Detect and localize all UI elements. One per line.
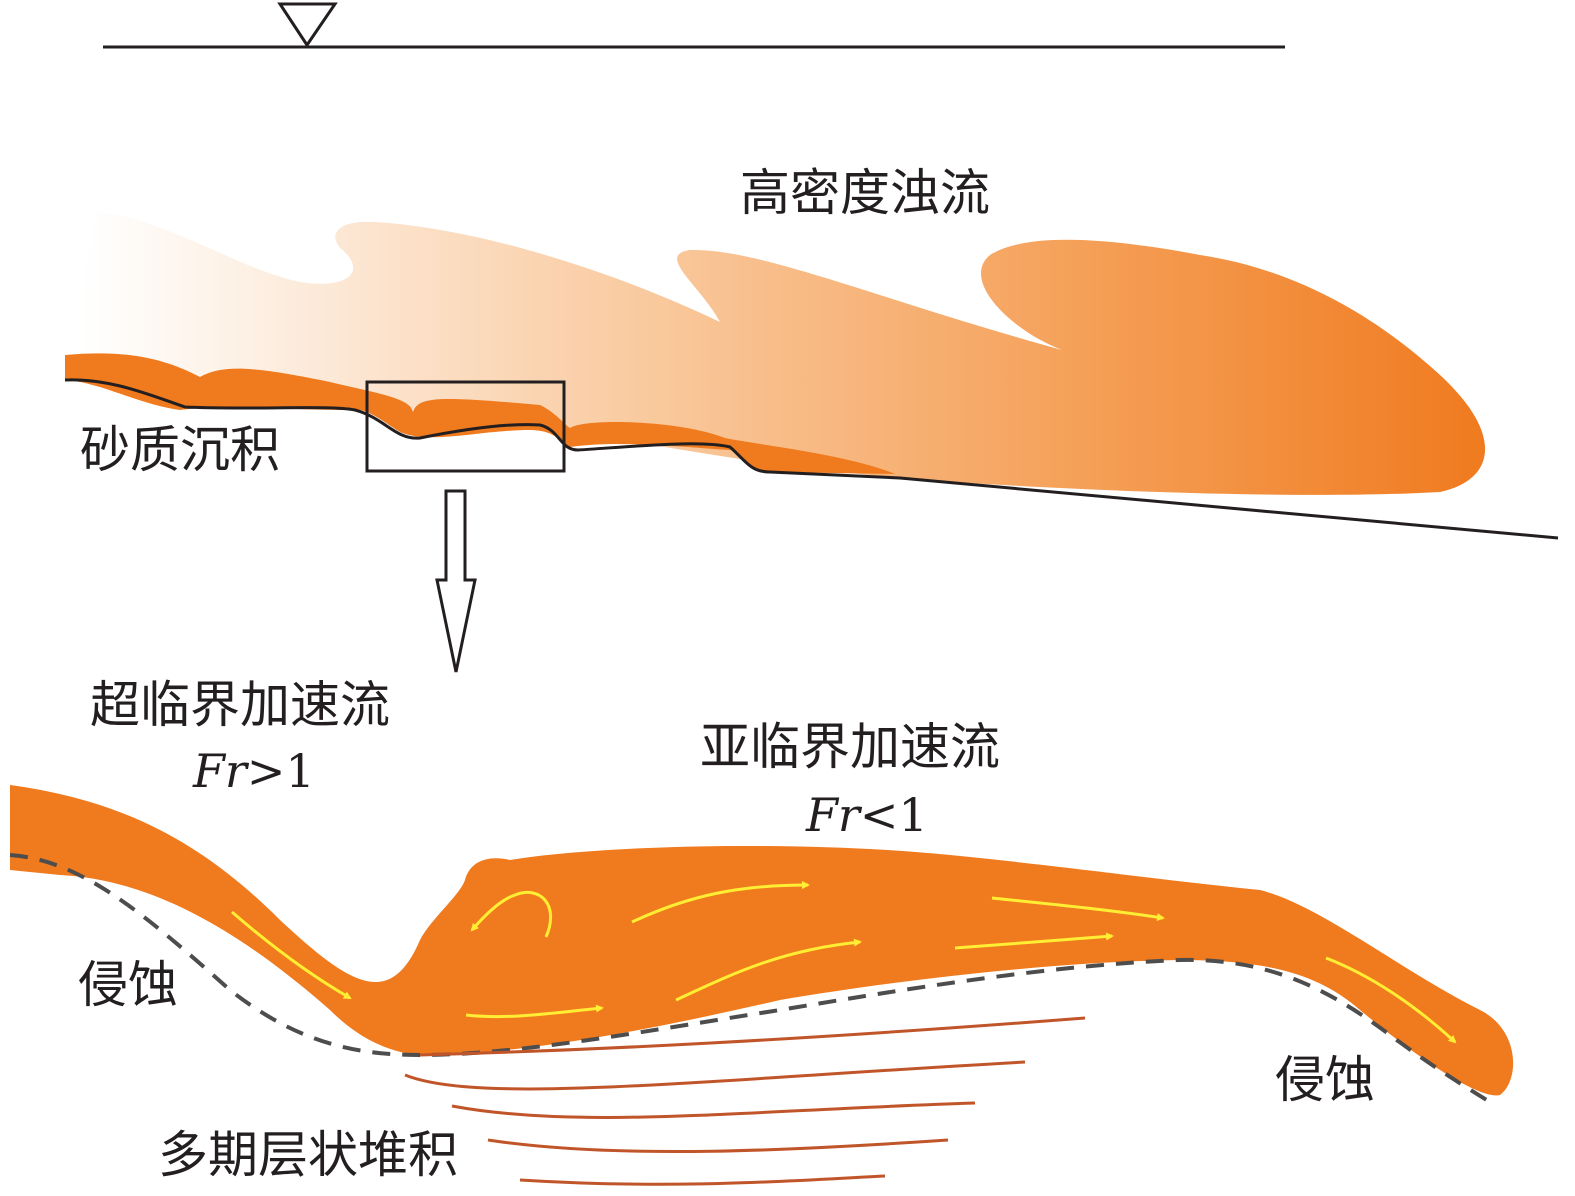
froude-variable: Fr [806, 788, 860, 842]
zoomed-flow-body [10, 785, 1514, 1096]
flow-arrow [675, 938, 862, 1002]
label-subcritical-froude: Fr<1 [806, 792, 928, 838]
froude-variable: Fr [193, 744, 247, 798]
label-erosion-left: 侵蚀 [78, 956, 178, 1014]
erosion-dashed-line [9, 853, 1497, 1107]
zoom-box [365, 380, 566, 473]
high-density-current-body [68, 212, 1486, 495]
zoom-arrow-icon [435, 489, 477, 673]
layered-deposit-lines [404, 1016, 1086, 1186]
label-sandy-deposit: 砂质沉积 [80, 421, 280, 479]
label-supercritical-froude: Fr>1 [193, 748, 315, 794]
label-supercritical-flow: 超临界加速流 [90, 676, 390, 734]
label-erosion-right: 侵蚀 [1275, 1051, 1375, 1109]
label-high-density-current: 高密度浊流 [740, 164, 990, 222]
flow-arrow [1325, 956, 1457, 1044]
froude-relation: >1 [246, 744, 315, 798]
label-subcritical-flow: 亚临界加速流 [700, 718, 1000, 776]
flow-arrow [231, 910, 352, 1000]
flow-arrow [470, 890, 553, 938]
label-layered-deposit: 多期层状堆积 [158, 1126, 458, 1184]
flow-arrow [465, 1004, 604, 1019]
froude-relation: <1 [859, 788, 928, 842]
flow-arrow [991, 896, 1165, 922]
flow-direction-arrows [231, 881, 1457, 1044]
sea-floor-line [64, 378, 1559, 540]
flow-arrow [954, 932, 1114, 950]
flow-arrow [631, 881, 810, 924]
water-level-icon [277, 2, 338, 48]
